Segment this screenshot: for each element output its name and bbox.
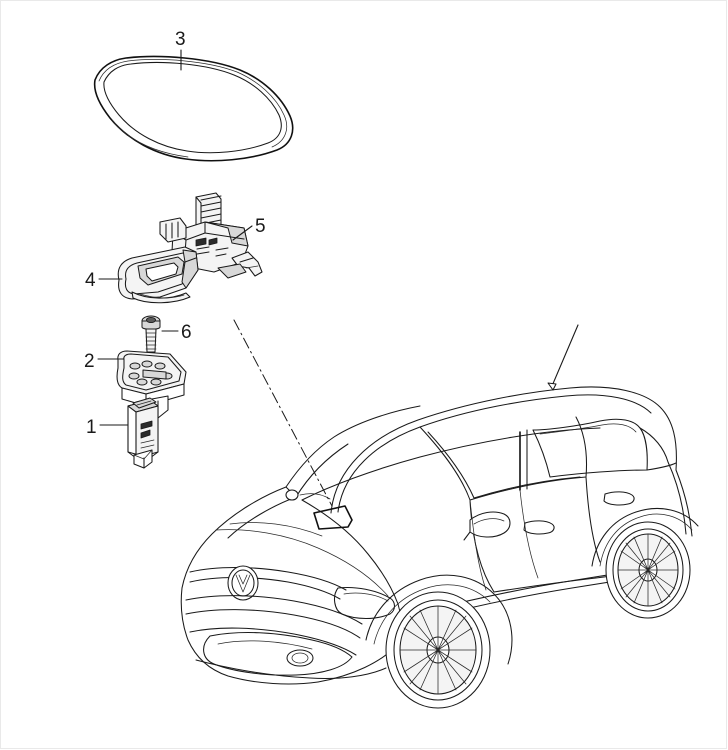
front-wheel	[385, 591, 491, 709]
vehicle-illustration	[180, 386, 699, 709]
vehicle-leader-lines	[233, 319, 579, 507]
rear-wheel	[605, 521, 691, 619]
part-3-windscreen-seal	[93, 55, 294, 162]
part-6-mounting-bolt	[141, 315, 161, 375]
vw-roundel-icon	[227, 565, 259, 601]
fog-lamp-icon	[286, 649, 314, 667]
front-door-handle	[523, 520, 555, 535]
leader-pivot-marker	[285, 489, 299, 501]
windscreen-sensor-location	[313, 505, 353, 530]
callout-leader-lines	[97, 49, 253, 426]
roof-antenna-leader	[551, 324, 579, 387]
callout-label-3: 3	[175, 29, 186, 50]
callout-label-5: 5	[255, 216, 266, 237]
part-1-sensor-module	[127, 397, 159, 469]
callout-label-6: 6	[181, 322, 192, 343]
leader-5	[232, 225, 253, 241]
windscreen-mount-leader	[233, 319, 333, 507]
callout-label-2: 2	[84, 351, 95, 372]
rear-door-handle	[603, 491, 635, 506]
part-4-trim-cover	[117, 246, 199, 304]
callout-label-1: 1	[86, 417, 97, 438]
door-mirror	[469, 511, 511, 538]
callout-label-4: 4	[85, 270, 96, 291]
